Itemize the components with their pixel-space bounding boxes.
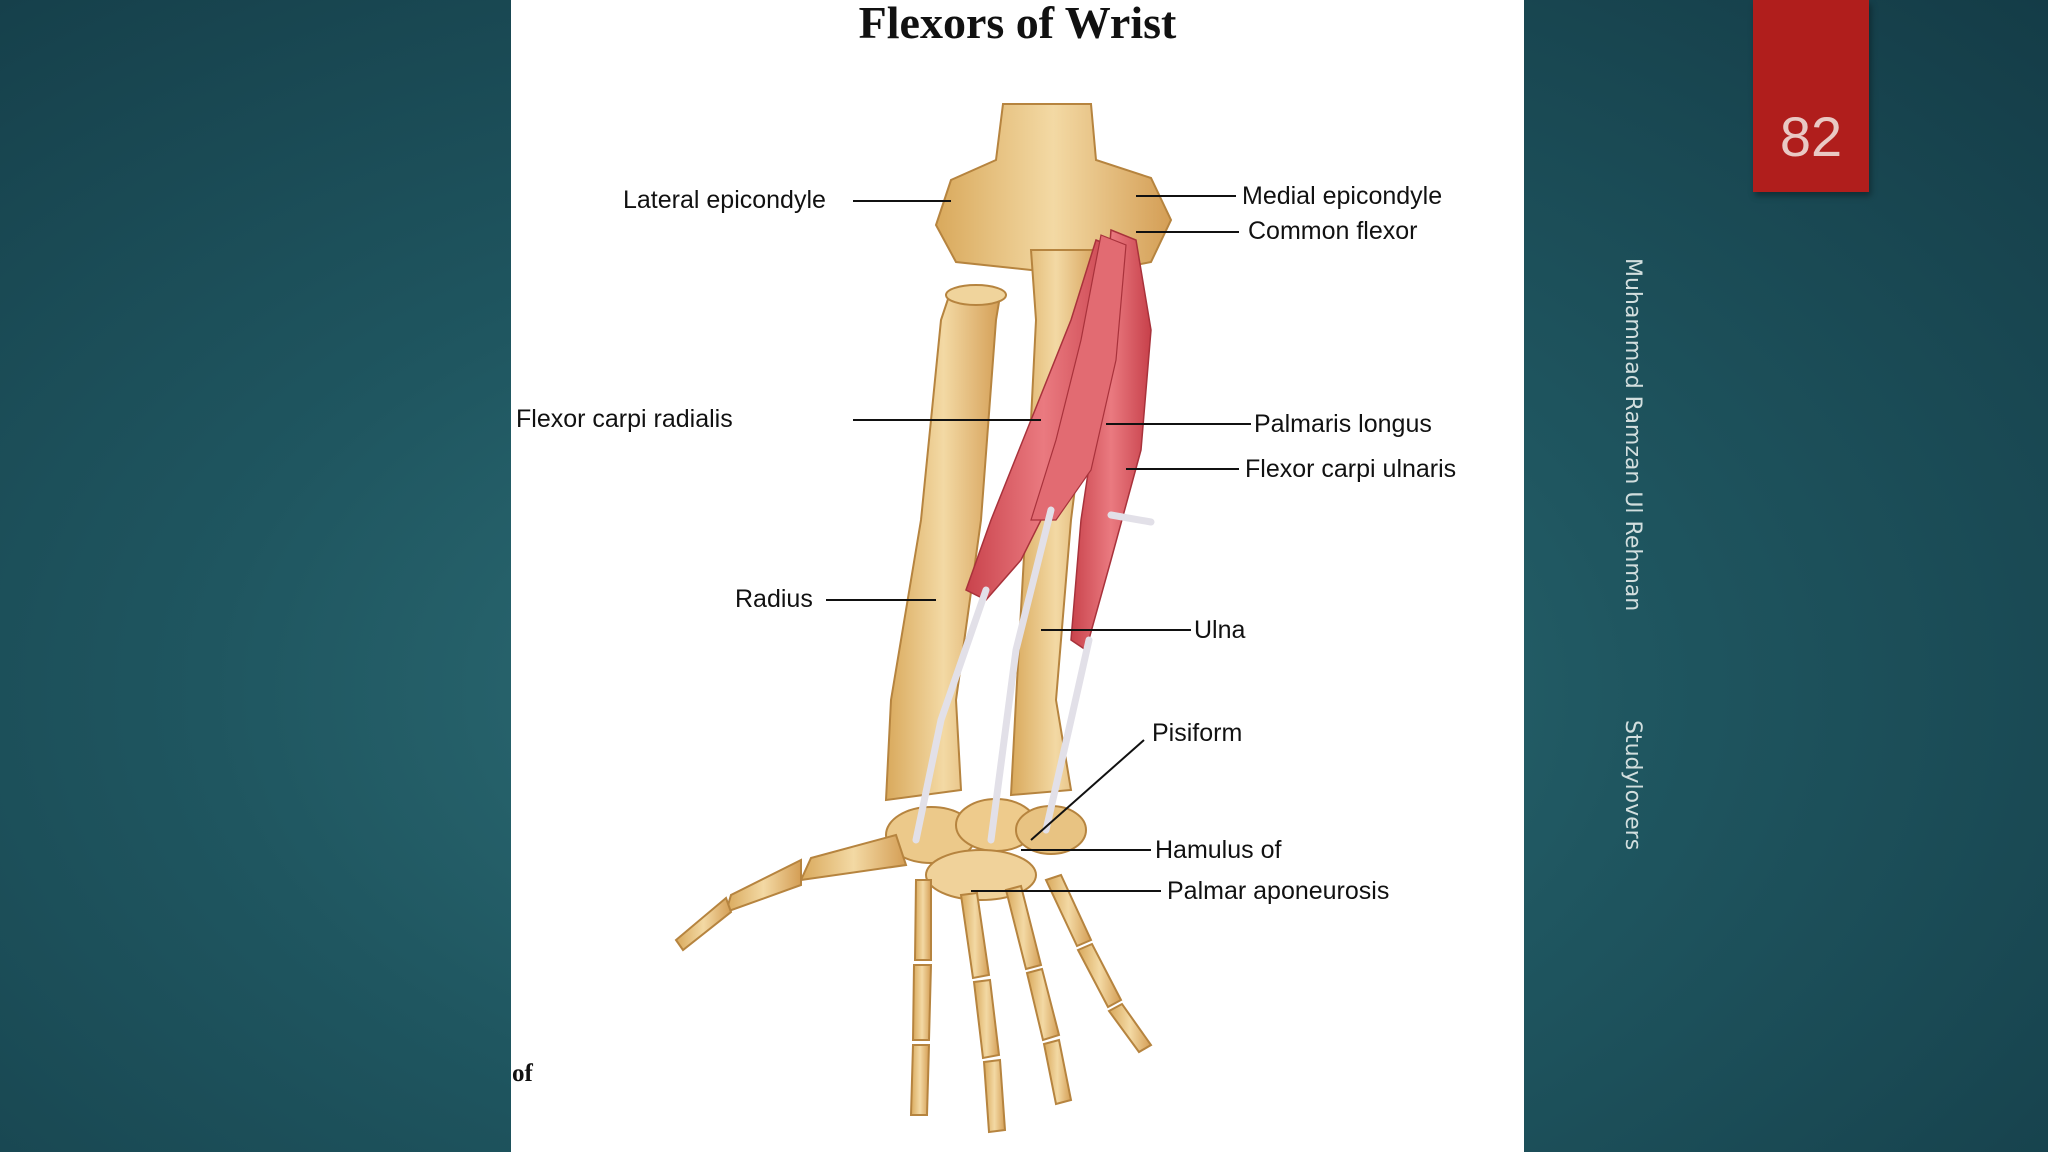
label-ulna: Ulna	[1194, 616, 1246, 644]
author-footer: Muhammad Ramzan Ul Rehman	[1620, 258, 1645, 612]
label-palmar-aponeurosis: Palmar aponeurosis	[1167, 877, 1390, 905]
label-lateral-epicondyle: Lateral epicondyle	[623, 186, 826, 214]
cropped-text-fragment: of	[512, 1060, 533, 1087]
tendons	[912, 506, 1155, 844]
label-palmaris-longus: Palmaris longus	[1254, 410, 1432, 438]
page-number: 82	[1779, 105, 1843, 168]
label-pisiform: Pisiform	[1152, 719, 1243, 747]
label-hamulus-of: Hamulus of	[1155, 836, 1282, 864]
page-number-badge: 82	[1753, 0, 1869, 192]
label-flexor-carpi-ulnaris: Flexor carpi ulnaris	[1245, 455, 1457, 483]
brand-footer: Studylovers	[1620, 720, 1645, 851]
label-radius: Radius	[735, 585, 813, 613]
slide-title: Flexors of Wrist	[858, 0, 1177, 48]
finger-bones	[909, 873, 1153, 1134]
label-medial-epicondyle: Medial epicondyle	[1242, 182, 1443, 210]
label-common-flexor: Common flexor	[1248, 217, 1418, 245]
radius-bone	[884, 284, 1007, 802]
diagram-panel: Flexors of Wrist Lateral epicondyle Medi…	[511, 0, 1524, 1152]
leader-lines	[826, 195, 1251, 892]
forearm-illustration	[674, 103, 1251, 1134]
flexor-muscles	[965, 228, 1152, 652]
thumb-bones	[674, 833, 908, 952]
label-flexor-carpi-radialis: Flexor carpi radialis	[516, 405, 733, 433]
